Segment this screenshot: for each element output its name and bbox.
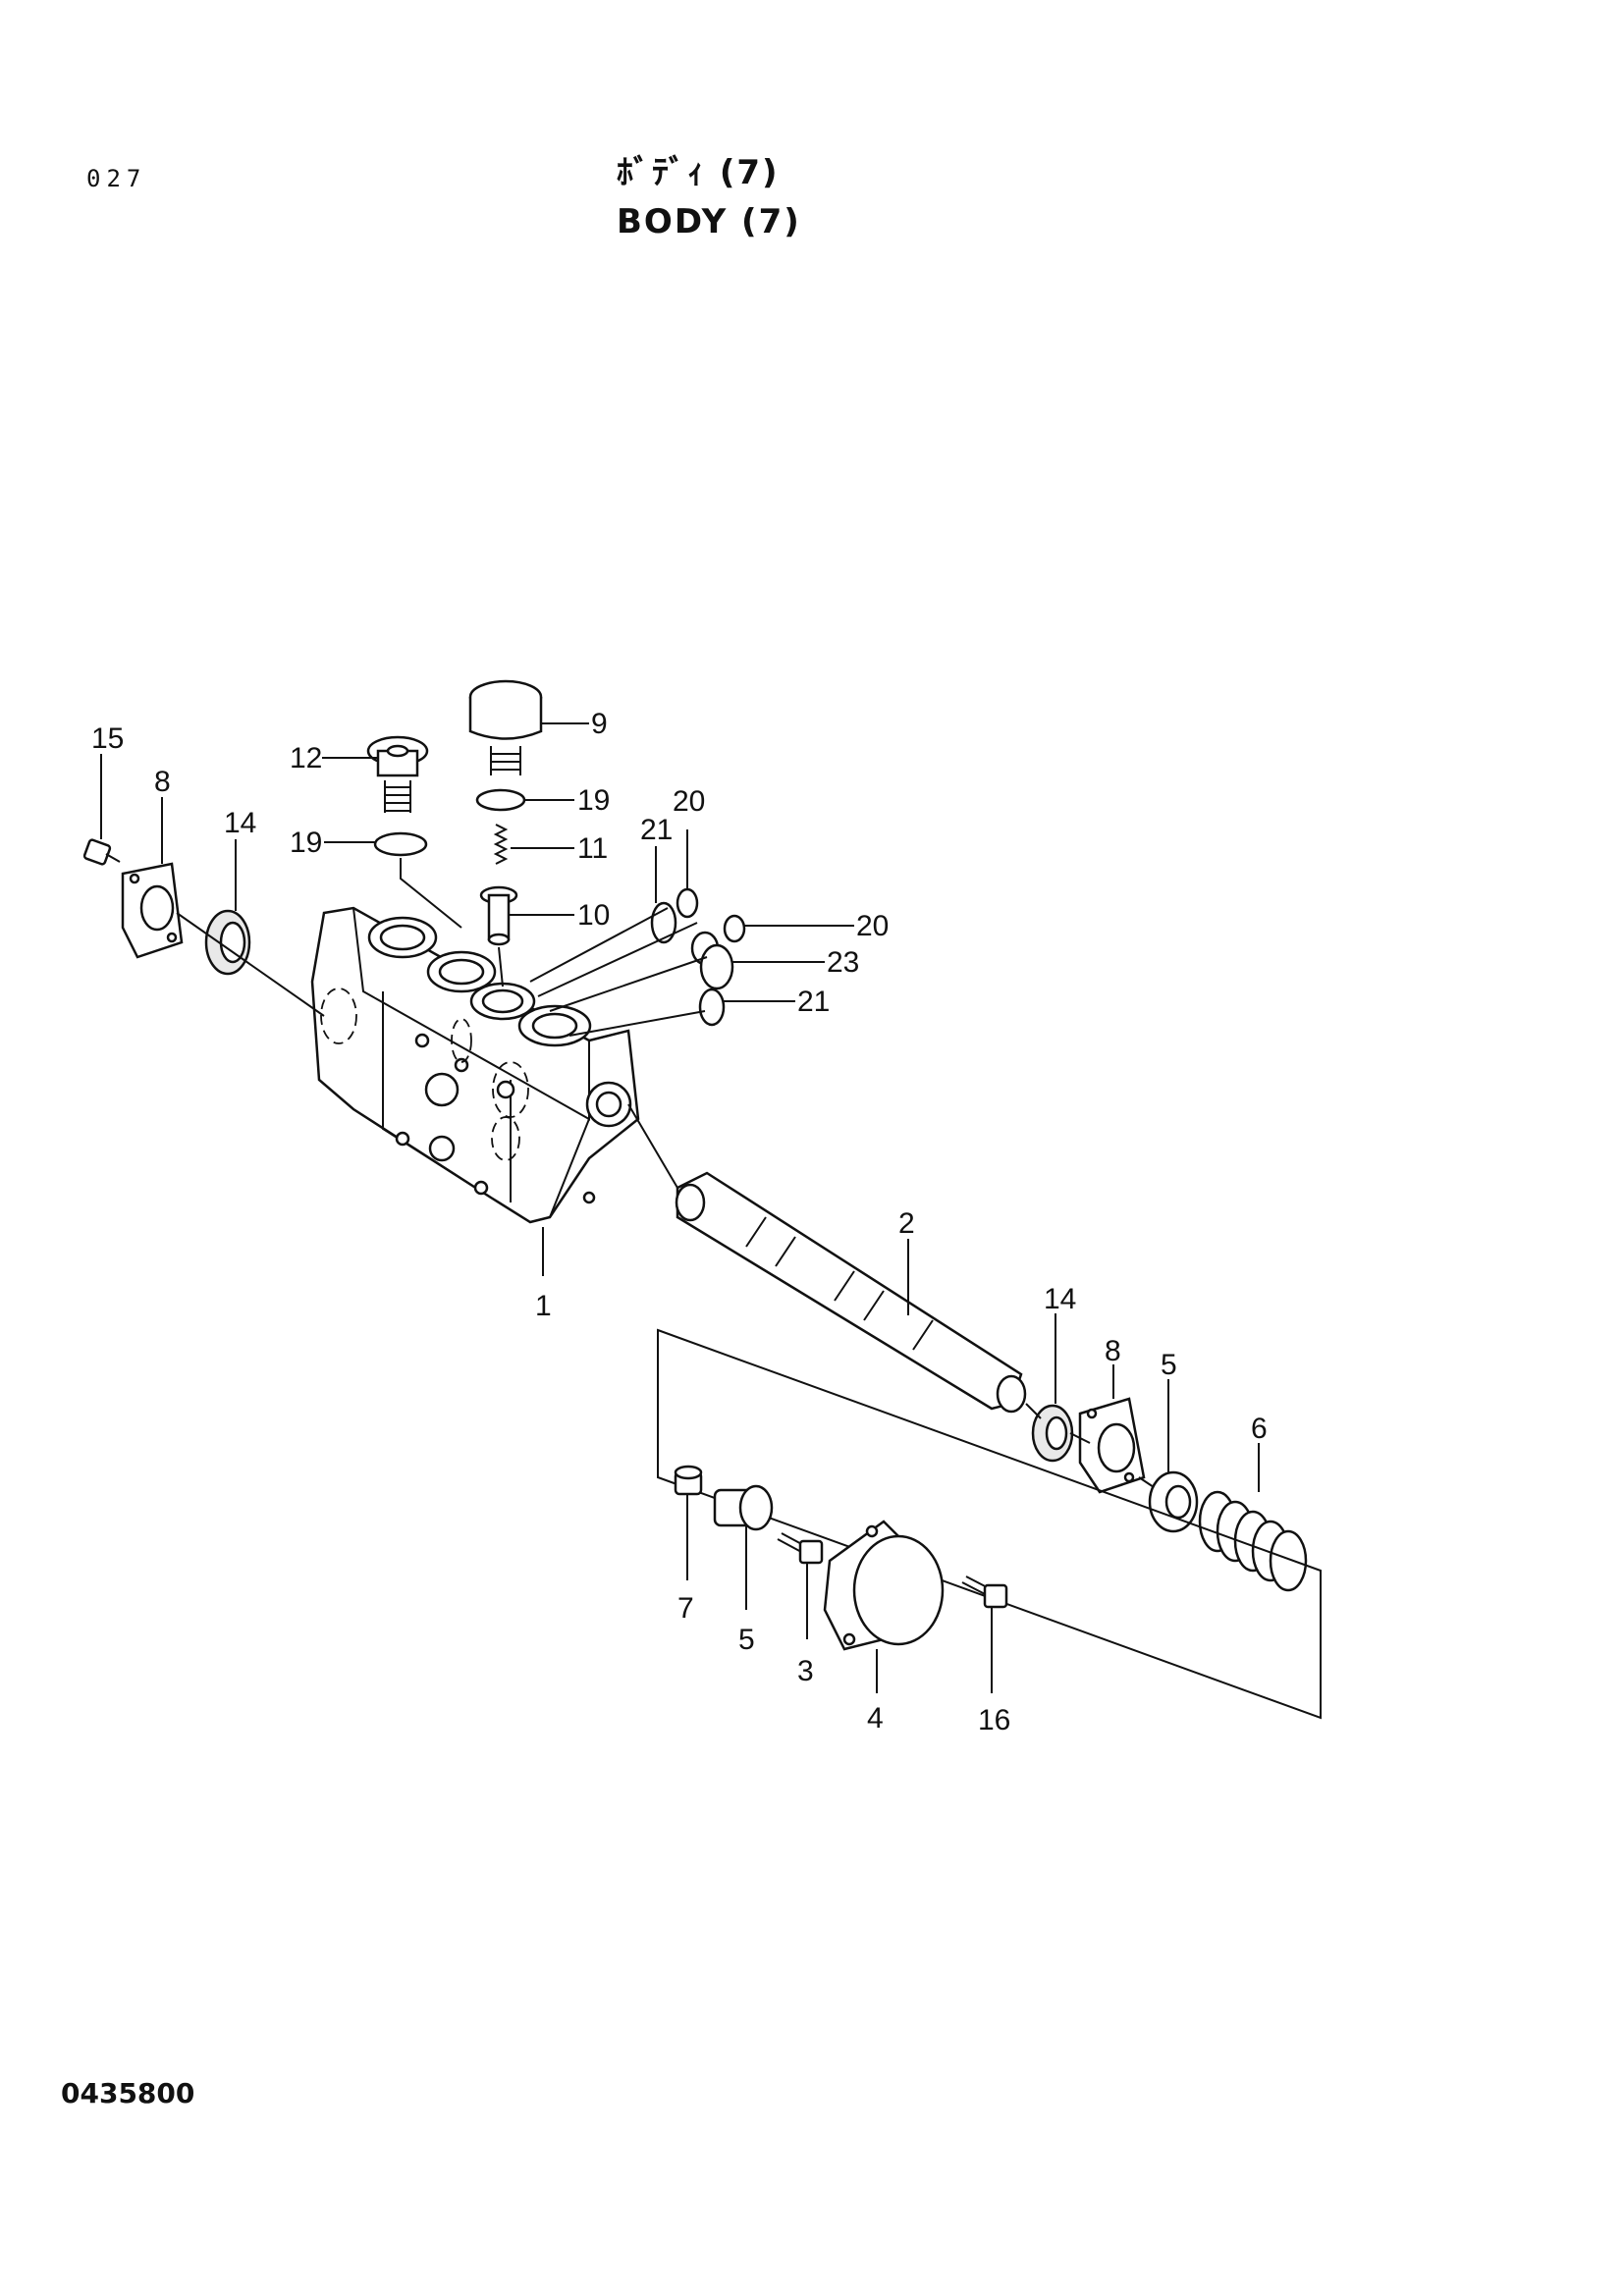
callout-19-right: 19 (577, 784, 610, 817)
bolt-16 (961, 1575, 1008, 1609)
cap-screw-15 (82, 838, 121, 866)
callout-2: 2 (898, 1207, 915, 1240)
bolt-3 (777, 1532, 824, 1565)
o-ring-21-top (650, 901, 677, 944)
o-ring-20-top (676, 887, 699, 919)
group-bracket (657, 1328, 1322, 1720)
stopper-7 (674, 1465, 703, 1496)
o-ring-20-right (723, 914, 746, 943)
callout-23: 23 (827, 946, 859, 979)
drawing-code: 0435800 (61, 2077, 195, 2109)
callout-3: 3 (797, 1655, 814, 1687)
o-ring-21-right (698, 988, 726, 1027)
piston-10 (479, 885, 518, 946)
spring-seat-5-bottom (713, 1484, 774, 1531)
callout-6: 6 (1251, 1413, 1268, 1445)
o-ring-23 (699, 943, 734, 990)
o-ring-19-right (475, 788, 526, 812)
spring-11 (493, 824, 509, 865)
page-number: 027 (86, 165, 147, 192)
callout-12: 12 (290, 742, 322, 774)
callout-9: 9 (591, 708, 608, 740)
callout-21-top: 21 (640, 814, 673, 846)
spring-seat-5-right (1148, 1470, 1199, 1533)
callout-21-right: 21 (797, 986, 830, 1018)
callout-14-left: 14 (224, 807, 256, 839)
callout-11: 11 (577, 832, 608, 865)
plug-9 (468, 679, 543, 775)
callout-20-right: 20 (856, 910, 889, 942)
callout-8-right: 8 (1105, 1335, 1121, 1367)
spring-6 (1198, 1490, 1308, 1592)
page-title-english: BODY (7) (617, 202, 801, 241)
callout-7: 7 (677, 1592, 694, 1625)
callout-14-right: 14 (1044, 1283, 1076, 1315)
plug-12 (366, 735, 429, 813)
leader-lines (100, 722, 1260, 1693)
flange-8-left (121, 862, 184, 959)
callout-10: 10 (577, 899, 610, 932)
valve-body (310, 906, 640, 1224)
spool (675, 1171, 1027, 1414)
seal-14-left (204, 909, 251, 976)
callout-1: 1 (535, 1290, 552, 1322)
page-title-japanese: ﾎﾞﾃﾞｨ (7) (617, 153, 780, 192)
callout-4: 4 (867, 1702, 884, 1735)
callout-5-bottom: 5 (738, 1624, 755, 1656)
o-ring-19-left (373, 831, 428, 857)
callout-19-left: 19 (290, 827, 322, 859)
callout-5-right: 5 (1161, 1349, 1177, 1381)
cap-4 (823, 1520, 945, 1651)
callout-20-top: 20 (673, 785, 705, 818)
flange-8-right (1078, 1397, 1146, 1494)
callout-15: 15 (91, 722, 124, 755)
seal-14-right (1031, 1404, 1074, 1463)
callout-8-left: 8 (154, 766, 171, 798)
callout-16: 16 (978, 1704, 1010, 1736)
